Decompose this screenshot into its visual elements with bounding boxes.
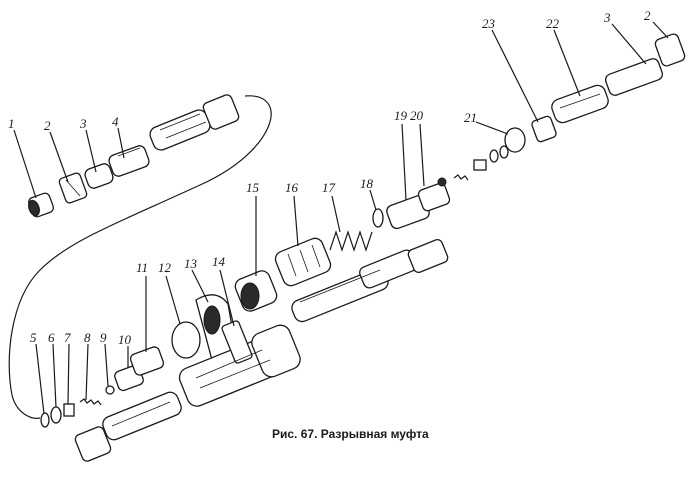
label-13: 13	[184, 256, 198, 271]
label-11: 11	[136, 260, 148, 275]
label-3-right: 3	[603, 10, 611, 25]
small-valve-parts	[453, 145, 509, 181]
label-4: 4	[112, 114, 119, 129]
middle-parts-group	[329, 127, 526, 252]
label-15: 15	[246, 180, 260, 195]
label-14: 14	[212, 254, 226, 269]
label-8: 8	[84, 330, 91, 345]
label-19: 19	[394, 108, 408, 123]
lower-hose-fitting	[74, 391, 182, 462]
part-11-body	[129, 346, 165, 376]
label-16: 16	[285, 180, 299, 195]
label-23: 23	[482, 16, 496, 31]
label-6: 6	[48, 330, 55, 345]
label-18: 18	[360, 176, 374, 191]
part-20-valve-body	[417, 177, 451, 212]
label-5: 5	[30, 330, 37, 345]
part-3-ferrule-right	[604, 58, 664, 96]
label-1: 1	[8, 116, 15, 131]
upper-right-fitting	[531, 33, 686, 143]
hose-fitting-upper	[149, 94, 240, 151]
part-7-valve	[63, 403, 75, 417]
label-2-right: 2	[644, 8, 651, 23]
leader-lines	[13, 21, 669, 415]
label-17: 17	[322, 180, 336, 195]
label-7: 7	[64, 330, 71, 345]
part-1-nipple	[28, 192, 54, 218]
label-22: 22	[546, 16, 560, 31]
label-21: 21	[464, 110, 477, 125]
part-3-ferrule	[84, 163, 114, 189]
part-number-labels: 1 2 3 4 5 6 7 8 9 10 11 12 13 14 15 16 1…	[8, 8, 651, 347]
part-16-nut	[274, 237, 332, 287]
label-9: 9	[100, 330, 107, 345]
part-6-washer	[50, 406, 62, 424]
hose-line	[8, 95, 272, 419]
part-22-hose-fitting	[551, 84, 609, 124]
part-23-nut	[531, 115, 557, 143]
part-2-nut	[58, 172, 88, 204]
part-17-spring	[329, 230, 373, 252]
label-20: 20	[410, 108, 424, 123]
label-12: 12	[158, 260, 172, 275]
part-21-o-ring	[504, 127, 526, 153]
upper-hose-assembly	[8, 94, 272, 419]
lower-coupling-assembly	[74, 237, 449, 462]
label-2: 2	[44, 118, 51, 133]
part-18-ring	[372, 208, 384, 228]
figure-caption: Рис. 67. Разрывная муфта	[272, 427, 429, 441]
label-10: 10	[118, 332, 132, 347]
part-4-sleeve	[108, 145, 150, 177]
part-5-ring	[40, 412, 50, 428]
part-14-coupling-housing	[178, 320, 301, 407]
small-parts-group	[40, 346, 165, 428]
part-9-ball	[105, 385, 115, 395]
part-8-spring	[79, 398, 102, 406]
label-3: 3	[79, 116, 87, 131]
part-2-nut-right	[654, 33, 686, 67]
part-15-bushing	[234, 270, 278, 312]
part-12-retaining-ring	[171, 321, 201, 359]
lower-right-pipe	[291, 238, 449, 323]
